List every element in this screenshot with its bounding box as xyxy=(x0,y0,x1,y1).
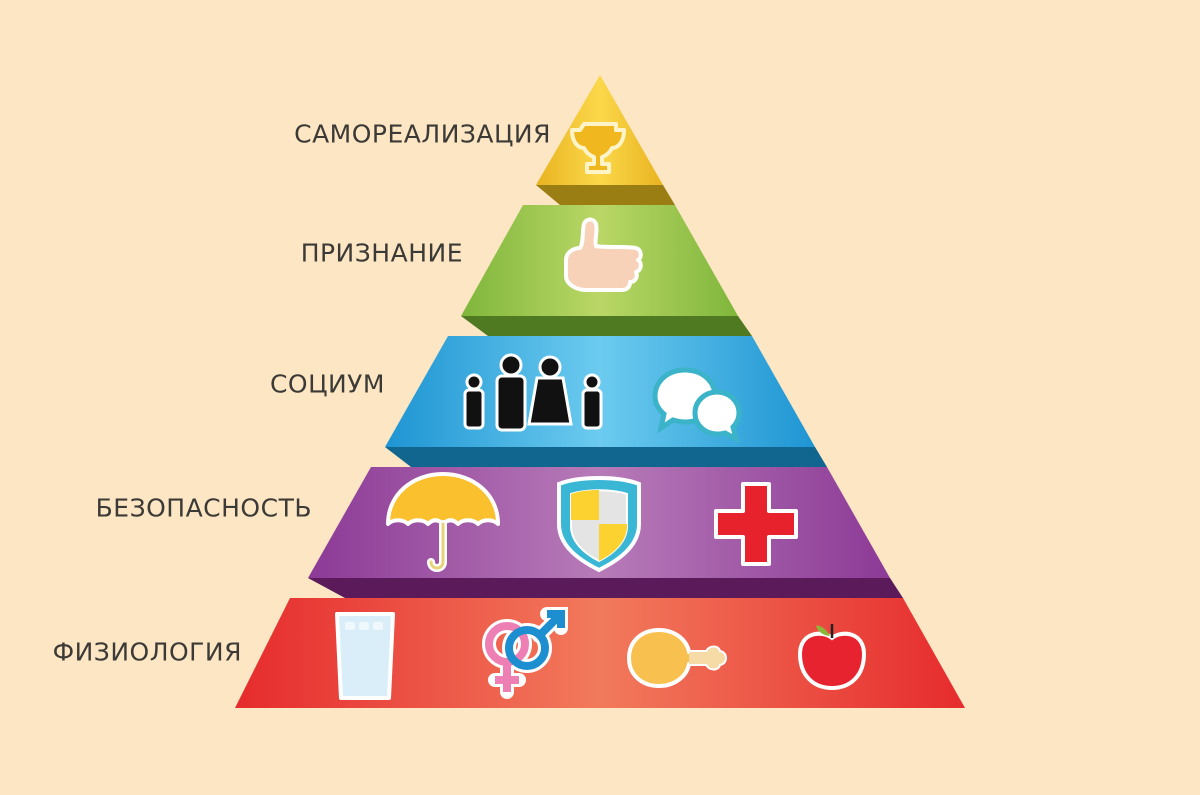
water-glass-icon xyxy=(335,612,395,700)
level-label-social: СОЦИУМ xyxy=(269,369,385,399)
gender-symbols-icon xyxy=(482,607,568,699)
umbrella-icon xyxy=(386,472,500,572)
level-label-physiology: ФИЗИОЛОГИЯ xyxy=(52,637,242,667)
chat-bubbles-icon xyxy=(652,367,742,444)
trophy-icon xyxy=(570,122,626,174)
yellow-layer-shadow xyxy=(536,185,675,205)
green-layer-shadow xyxy=(461,316,752,336)
shield-icon xyxy=(557,476,641,573)
level-label-self-actualization: САМОРЕАЛИЗАЦИЯ xyxy=(294,119,551,149)
apple-icon xyxy=(797,624,867,691)
thumbs-up-icon xyxy=(564,217,643,292)
level-label-esteem: ПРИЗНАНИЕ xyxy=(300,238,463,268)
blue-layer-shadow xyxy=(385,447,827,467)
medical-cross-icon xyxy=(714,482,798,566)
chicken-leg-icon xyxy=(627,628,727,688)
level-label-safety: БЕЗОПАСНОСТЬ xyxy=(95,493,312,523)
layer-physiology xyxy=(235,598,965,708)
family-icon xyxy=(463,353,603,432)
purple-layer-shadow xyxy=(308,578,903,598)
